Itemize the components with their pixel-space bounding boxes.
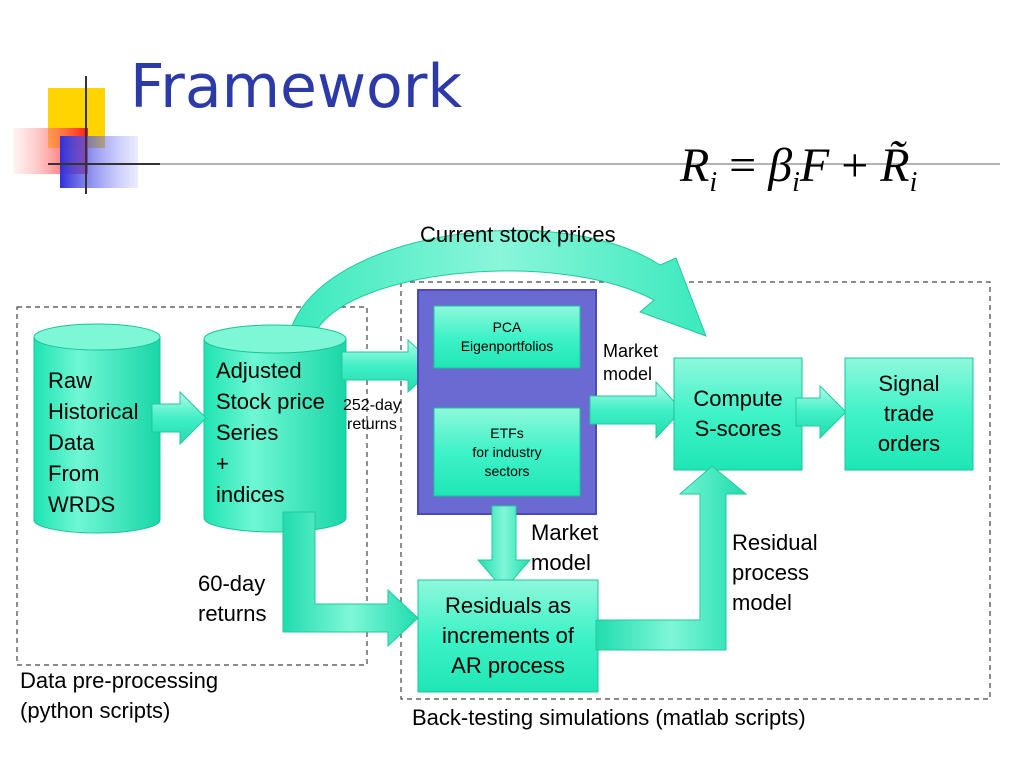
market-model-label-top: Market model	[603, 341, 659, 384]
arrow-60day-to-residuals	[282, 511, 419, 648]
arrow-raw-to-adjusted	[151, 390, 207, 446]
compute-label: Compute S-scores	[693, 386, 783, 441]
backtesting-label: Back-testing simulations (matlab scripts…	[412, 705, 806, 730]
residuals-label: Residuals as increments of AR process	[441, 593, 575, 678]
signal-label: Signal trade orders	[877, 371, 941, 456]
residuals-box	[417, 579, 599, 693]
arrow-residuals-to-compute	[595, 465, 748, 651]
adjusted-series-cylinder	[203, 324, 347, 533]
backtesting-frame	[400, 281, 991, 700]
slide-logo	[14, 76, 1000, 194]
arrow-factors-to-residuals	[476, 505, 532, 591]
raw-data-label: Raw Historical Data From WRDS	[48, 368, 139, 517]
arrow-compute-to-signal	[795, 384, 847, 440]
pca-label: PCA Eigenportfolios	[460, 319, 554, 354]
current-prices-label: Current stock prices	[420, 222, 616, 247]
residual-model-label: Residual process model	[732, 530, 818, 615]
data-preprocessing-label: Data pre-processing (python scripts)	[20, 668, 219, 723]
signal-box	[844, 357, 974, 471]
etfs-label: ETFs for industry sectors	[472, 424, 542, 479]
data-preprocessing-frame	[16, 306, 368, 666]
adjusted-series-label: Adjusted Stock price Series + indices	[216, 358, 325, 507]
factor-model-formula: Ri = βiF + R̃i	[680, 139, 918, 198]
raw-data-cylinder	[33, 323, 161, 534]
current-prices-arrow	[291, 229, 707, 337]
slide-title: Framework	[130, 52, 463, 122]
compute-box	[673, 357, 803, 471]
pca-box	[433, 305, 581, 369]
days252-label: 252-day returns	[343, 397, 401, 433]
arrow-factors-to-compute	[589, 380, 683, 440]
days60-label: 60-day returns	[198, 571, 267, 626]
market-model-label-mid: Market model	[531, 520, 599, 575]
etfs-box	[433, 407, 581, 497]
